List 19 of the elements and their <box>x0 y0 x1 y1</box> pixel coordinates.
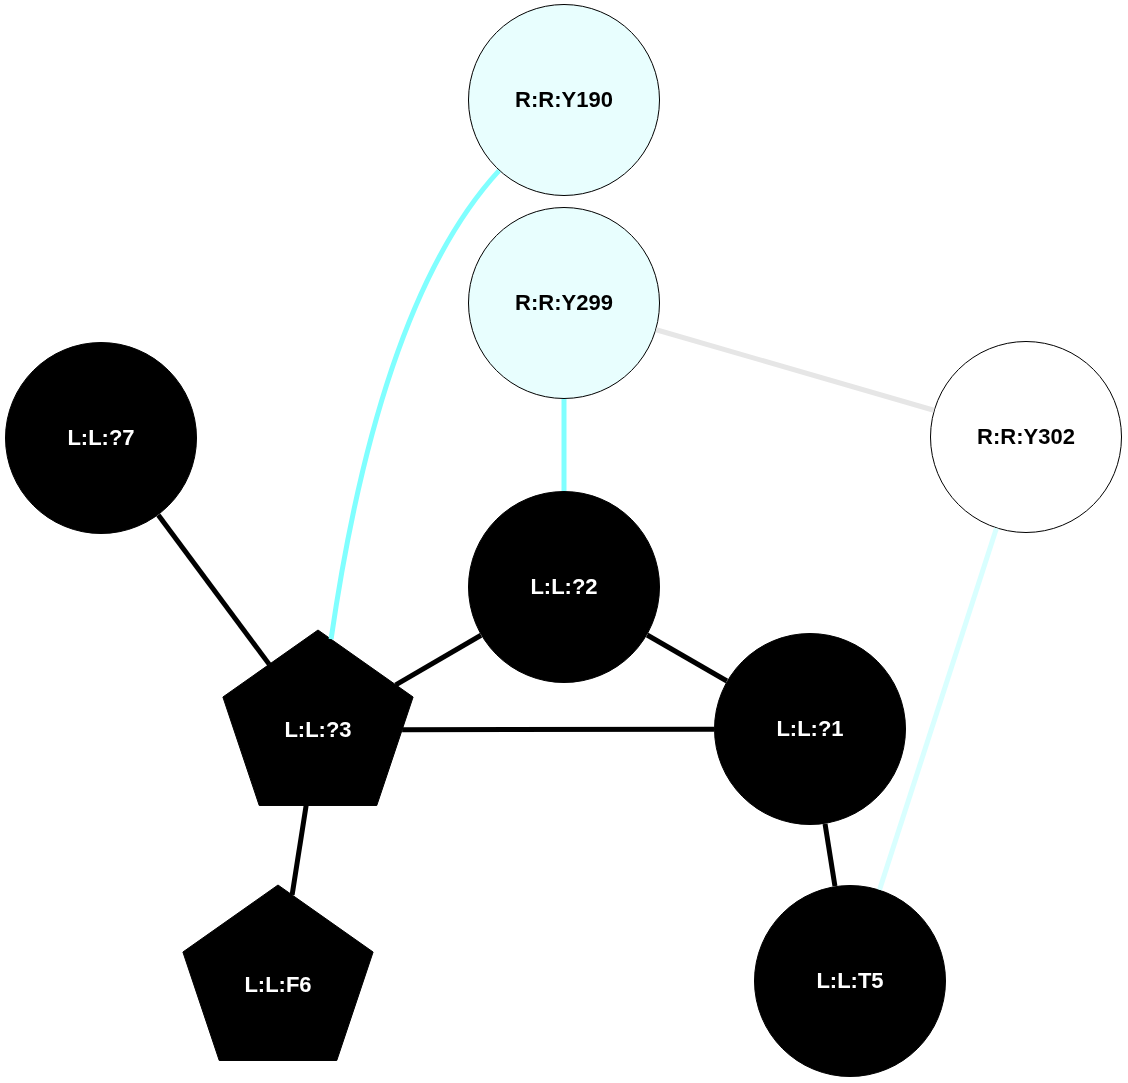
connector-line <box>822 823 838 887</box>
connector-line <box>645 632 729 684</box>
node-label: L:L:?3 <box>283 717 353 743</box>
node-label: L:L:?7 <box>66 425 136 451</box>
connector-line <box>655 327 935 413</box>
connector-line <box>561 399 567 491</box>
connector-line <box>156 513 272 666</box>
connector-line <box>328 169 501 640</box>
node-label: L:L:?1 <box>775 716 845 742</box>
node-label: R:R:Y190 <box>514 87 614 113</box>
node-label: R:R:Y299 <box>514 290 614 316</box>
connector-line <box>877 527 999 891</box>
node-label: L:L:F6 <box>243 972 313 998</box>
connector-line <box>394 633 483 687</box>
connector-line <box>289 805 309 896</box>
connector-line <box>402 726 714 733</box>
node-label: R:R:Y302 <box>976 424 1076 450</box>
node-label: L:L:T5 <box>815 968 885 994</box>
node-label: L:L:?2 <box>529 574 599 600</box>
